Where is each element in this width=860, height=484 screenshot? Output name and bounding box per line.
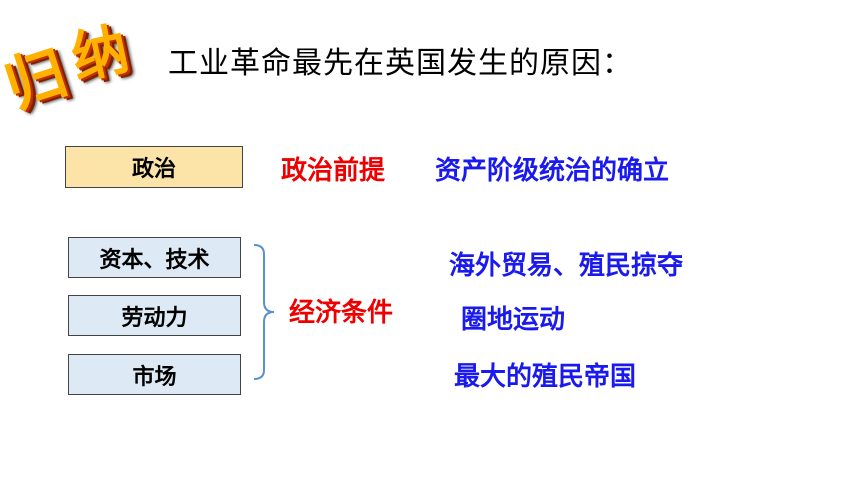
page-title: 工业革命最先在英国发生的原因： — [168, 46, 633, 81]
labor-detail: 圈地运动 — [461, 305, 566, 335]
politics-box: 政治 — [65, 146, 243, 188]
economy-category: 经济条件 — [289, 298, 394, 328]
summary-logo: 归 纳 — [0, 15, 162, 123]
brace-icon — [253, 244, 275, 380]
politics-detail: 资产阶级统治的确立 — [435, 156, 670, 186]
capital-tech-box: 资本、技术 — [68, 237, 241, 278]
labor-box: 劳动力 — [68, 295, 241, 336]
politics-category: 政治前提 — [281, 156, 386, 186]
market-box: 市场 — [68, 354, 241, 395]
capital-tech-detail: 海外贸易、殖民掠夺 — [449, 251, 684, 281]
market-detail: 最大的殖民帝国 — [454, 362, 637, 392]
logo-char-2: 纳 — [65, 15, 135, 93]
logo-char-1: 归 — [0, 37, 76, 123]
